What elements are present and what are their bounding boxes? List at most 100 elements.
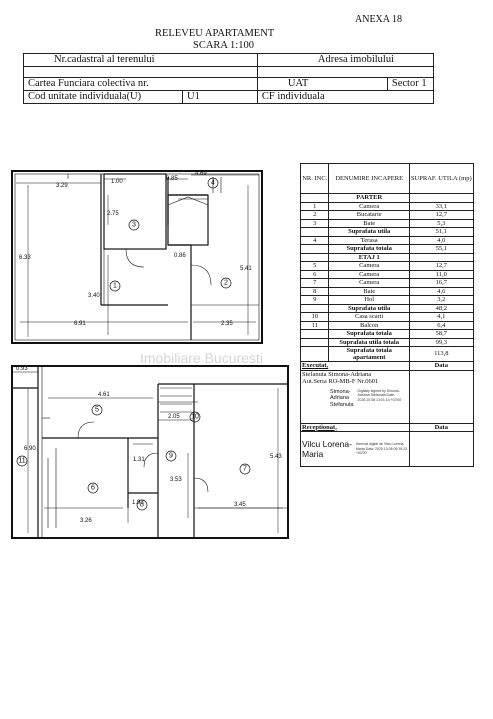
- dim-6-90: 6.90: [24, 446, 36, 452]
- dim-3-53: 3.53: [170, 477, 182, 483]
- receiver-cell: Vilcu Lorena- Maria Semnat digital de Vi…: [300, 431, 410, 467]
- unit-code-value: U1: [182, 90, 258, 104]
- dim-2-75: 2.75: [107, 211, 119, 217]
- row-nr: 1: [299, 201, 330, 211]
- row-area: 48,2: [408, 303, 474, 313]
- row-area: 11,0: [408, 269, 474, 279]
- dim-6-91: 6.91: [74, 321, 86, 327]
- executor-authorization: Aut.Seria RO-MB-F Nr.0601: [302, 378, 379, 385]
- room-7-marker: 7: [243, 466, 247, 473]
- row-name: Suprafata totala: [328, 329, 410, 339]
- dim-0-85: 0.85: [166, 176, 178, 182]
- row-area: 4,0: [408, 235, 474, 245]
- room-1-marker: 1: [113, 283, 117, 290]
- executor-signature: Simona- Adriana Stefanuta: [330, 388, 354, 408]
- row-nr: 5: [299, 261, 330, 271]
- head-area: SUPRAF. UTILA (mp): [408, 163, 474, 194]
- dim-3-40: 3.40: [88, 293, 100, 299]
- row-nr: 10: [299, 312, 330, 322]
- date-label: Data: [408, 361, 474, 371]
- room-10-marker: 10: [191, 414, 199, 421]
- dim-1-92: 1.92: [132, 500, 144, 506]
- row-nr: 6: [299, 269, 330, 279]
- row-area: 3,2: [408, 295, 474, 305]
- room-4-marker: 4: [211, 180, 215, 187]
- ground-floor-label: PARTER: [328, 193, 410, 203]
- row-name: Camera: [328, 261, 410, 271]
- receiver-digital-stamp: Semnat digital de Vilcu Lorena-Maria Dat…: [355, 442, 408, 456]
- row-name: Suprafata totala apartament: [328, 346, 410, 362]
- row-nr: 11: [299, 320, 330, 330]
- row-nr: 3: [299, 218, 330, 228]
- cadastral-cell: Nr.cadastral al terenului: [23, 53, 258, 67]
- row-area: 58,7: [408, 329, 474, 339]
- sector-cell: Sector 1: [386, 77, 435, 91]
- dim-2-35: 2.35: [221, 321, 233, 327]
- row-area: 12,7: [408, 210, 474, 220]
- dim-5-43: 5.43: [270, 454, 282, 460]
- dim-4-69: 4.69: [195, 171, 207, 177]
- head-nr: NR. INC.: [299, 163, 330, 194]
- uat-cell: UAT: [256, 77, 388, 91]
- row-name: Baie: [328, 286, 410, 296]
- rooms-table: NR. INC. DENUMIRE INCAPERE SUPRAF. UTILA…: [299, 163, 474, 467]
- room-3-marker: 3: [132, 222, 136, 229]
- executor-name: Stefanuta Simona-Adriana: [302, 370, 372, 378]
- scale-label: SCARA 1:100: [193, 40, 254, 51]
- row-area: 12,7: [408, 261, 474, 271]
- dim-5-41: 5.41: [240, 266, 252, 272]
- row-name: Hol: [328, 295, 410, 305]
- row-area: 16,7: [408, 278, 474, 288]
- row-area: 33,1: [408, 201, 474, 211]
- executor-digital-stamp: Digitally signed by Simona-Adriana Stefa…: [357, 388, 402, 402]
- row-name: Camera: [328, 278, 410, 288]
- row-name: Suprafata utila: [328, 303, 410, 313]
- row-name: Camera: [328, 201, 410, 211]
- row-name: Balcon: [328, 320, 410, 330]
- row-area: 4,1: [408, 312, 474, 322]
- unit-code-label: Cod unitate individuala(U): [23, 90, 183, 104]
- row-name: Baie: [328, 218, 410, 228]
- address-cell: Adresa imobilului: [256, 53, 435, 67]
- row-area: 4,6: [408, 286, 474, 296]
- row-nr: 4: [299, 235, 330, 245]
- document-title: RELEVEU APARTAMENT: [155, 28, 275, 39]
- row-area: 99,3: [408, 337, 474, 347]
- ground-floor-plan: 3.29 1.00 0.85 4.69 2.75 6.33 0.86 5.41 …: [11, 170, 263, 344]
- row-area: 55,1: [408, 244, 474, 254]
- row-area: 51,1: [408, 227, 474, 237]
- row-nr: 9: [299, 295, 330, 305]
- room-markers-ground: 1 2 3 4: [109, 177, 232, 292]
- row-area: 113,8: [408, 346, 474, 362]
- executor-cell: Stefanuta Simona-Adriana Aut.Seria RO-MB…: [300, 369, 410, 424]
- dim-0-86: 0.86: [174, 253, 186, 259]
- dim-3-26: 3.26: [80, 518, 92, 524]
- row-area: 5,3: [408, 218, 474, 228]
- dim-3-45: 3.45: [234, 502, 246, 508]
- room-6-marker: 6: [91, 485, 95, 492]
- receiver-signature: Vilcu Lorena- Maria: [302, 439, 352, 459]
- dim-0-93: 0.93: [16, 366, 28, 372]
- upper-floor-plan: 0.93 4.61 2.05 6.90 1.31 5.43 3.53 1.92 …: [11, 365, 289, 539]
- dim-1-00: 1.00: [111, 179, 123, 185]
- row-nr: 7: [299, 278, 330, 288]
- dim-3-29: 3.29: [56, 183, 68, 189]
- row-nr: 8: [299, 286, 330, 296]
- received-label: Receptionat,: [300, 422, 410, 432]
- individual-cf-cell: CF individuala: [256, 90, 435, 104]
- room-8-marker: 8: [140, 502, 144, 509]
- land-book-cell: Cartea Funciara colectiva nr.: [23, 77, 258, 91]
- row-name: Casa scarii: [328, 312, 410, 322]
